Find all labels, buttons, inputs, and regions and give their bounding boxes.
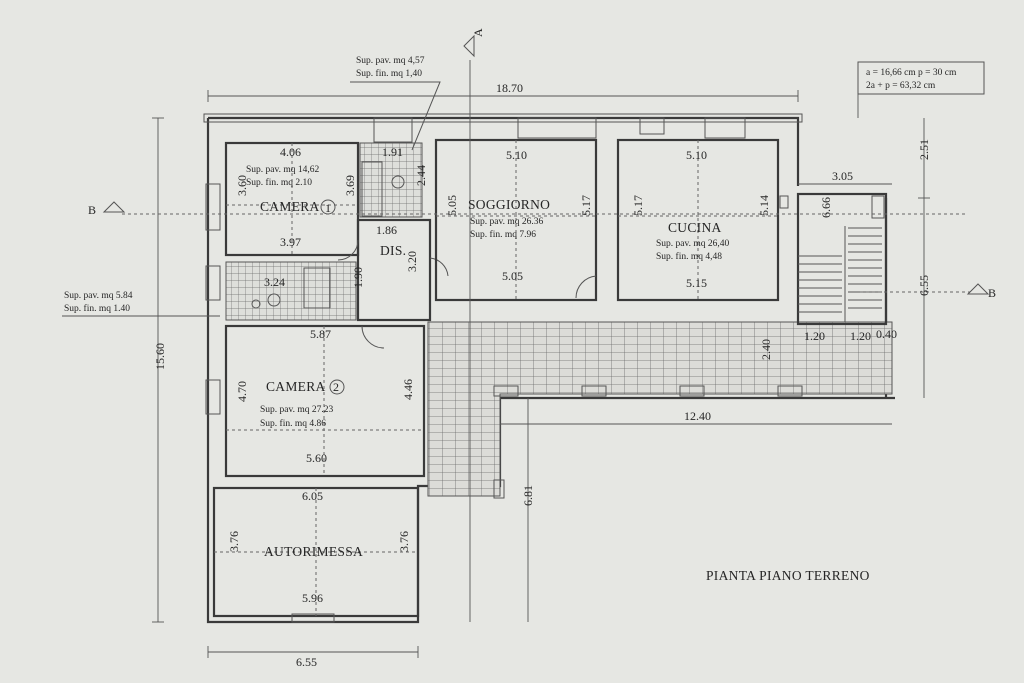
leader-lines	[62, 61, 985, 317]
bath-left-width: 3.24	[264, 275, 285, 289]
terrace-depth: 2.40	[759, 339, 773, 360]
dimension-lines	[152, 60, 930, 658]
terrace-step3: 0.40	[876, 327, 897, 341]
soggiorno-sup-fin: Sup. fin. mq 7.96	[470, 229, 536, 240]
camera2-num: 2	[333, 380, 339, 394]
camera1-sup-pav: Sup. pav. mq 14,62	[246, 165, 320, 175]
dis-width: 1.86	[376, 223, 397, 237]
cucina-sup-fin: Sup. fin. mq 4,48	[656, 251, 722, 262]
section-line-b	[102, 34, 990, 295]
terrace-step1: 1.20	[804, 329, 825, 343]
camera1-bottom: 3.97	[280, 235, 301, 249]
overall-bottom-width: 6.55	[296, 655, 317, 669]
camera1-num: 1	[325, 201, 331, 215]
dis-name: DIS.	[380, 243, 406, 258]
autorimessa-left: 3.76	[227, 531, 241, 552]
stair-width: 3.05	[832, 169, 853, 183]
room-autorimessa	[212, 486, 420, 623]
camera1-name: CAMERA	[260, 199, 320, 214]
stair-note-line1: a = 16,66 cm p = 30 cm	[866, 68, 957, 78]
bath-top-sup-fin: Sup. fin. mq 1,40	[356, 68, 422, 79]
autorimessa-right: 3.76	[397, 531, 411, 552]
overall-right-lower: 6.55	[917, 275, 931, 296]
room-camera-1	[224, 141, 360, 257]
camera1-top: 4.06	[280, 145, 301, 159]
external-stair	[796, 192, 888, 326]
cucina-sup-pav: Sup. pav. mq 26,40	[656, 239, 730, 249]
camera1-sup-fin: Sup. fin. mq 2.10	[246, 177, 312, 188]
overall-right-upper: 2.51	[917, 139, 931, 160]
bath-top-height: 2.44	[414, 165, 428, 186]
room-soggiorno	[434, 138, 598, 302]
soggiorno-sup-pav: Sup. pav. mq 26.36	[470, 217, 544, 227]
camera2-sup-pav: Sup. pav. mq 27.23	[260, 405, 334, 415]
left-windows	[205, 183, 221, 415]
cucina-top: 5.10	[686, 148, 707, 162]
bath-left-sup-fin: Sup. fin. mq 1.40	[64, 303, 130, 314]
room-bath-left	[225, 261, 357, 321]
autorimessa-top: 6.05	[302, 489, 323, 503]
terrace-width: 12.40	[684, 409, 711, 423]
section-label-b-right: B	[988, 286, 996, 300]
stair-flight: 6.66	[819, 197, 833, 218]
soggiorno-left: 5.05	[445, 195, 459, 216]
terrace-height: 6.81	[521, 485, 535, 506]
camera1-right: 3.69	[343, 175, 357, 196]
cucina-name: CUCINA	[668, 220, 722, 235]
section-label-b-left: B	[88, 203, 96, 217]
room-camera-2	[224, 324, 426, 478]
autorimessa-bottom: 5.96	[302, 591, 323, 605]
stair-note-line2: 2a + p = 63,32 cm	[866, 81, 936, 91]
terrace-step2: 1.20	[850, 329, 871, 343]
bath-top-width: 1.91	[382, 145, 403, 159]
camera2-name: CAMERA	[266, 379, 326, 394]
camera2-sup-fin: Sup. fin. mq 4.86	[260, 418, 326, 429]
camera2-top: 5.87	[310, 327, 331, 341]
section-label-a: A	[471, 28, 485, 37]
cucina-left: 5.17	[631, 195, 645, 216]
overall-top-width: 18.70	[496, 81, 523, 95]
bath-left-height: 1.90	[351, 267, 365, 288]
camera2-right: 4.46	[401, 379, 415, 400]
room-dis	[337, 218, 449, 322]
camera2-bottom: 5.60	[306, 451, 327, 465]
cucina-right: 5.14	[757, 195, 771, 216]
bath-top-sup-pav: Sup. pav. mq 4,57	[356, 56, 425, 66]
soggiorno-right: 5.17	[579, 195, 593, 216]
room-bath-top	[359, 142, 423, 218]
top-flues	[373, 117, 746, 143]
bath-left-sup-pav: Sup. pav. mq 5.84	[64, 291, 133, 301]
soggiorno-name: SOGGIORNO	[468, 197, 550, 212]
camera1-left: 3.60	[235, 175, 249, 196]
overall-total-height: 15.60	[153, 343, 167, 370]
dis-height: 3.20	[405, 251, 419, 272]
cucina-bottom: 5.15	[686, 276, 707, 290]
autorimessa-name: AUTORIMESSA	[264, 544, 363, 559]
soggiorno-bottom: 5.05	[502, 269, 523, 283]
soggiorno-top: 5.10	[506, 148, 527, 162]
plan-title: PIANTA PIANO TERRENO	[706, 568, 870, 583]
camera2-left: 4.70	[235, 381, 249, 402]
terrace	[427, 321, 893, 499]
room-cucina	[616, 138, 789, 302]
